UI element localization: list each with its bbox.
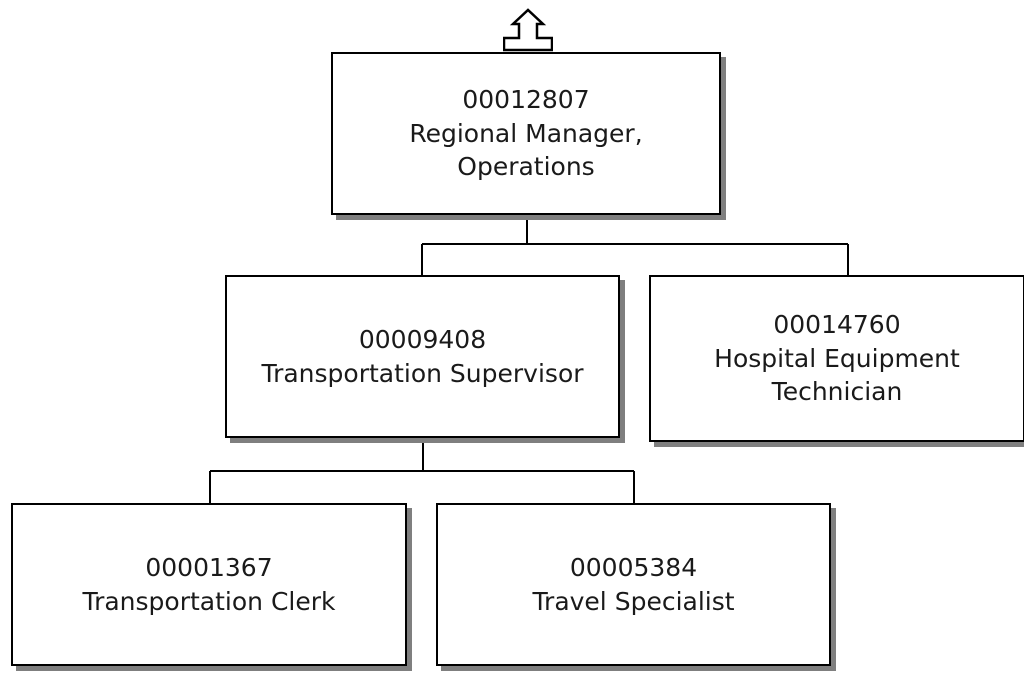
position-id: 00005384 [569,553,698,582]
position-id: 00009408 [358,325,487,354]
position-title: Regional Manager, Operations [409,118,643,182]
org-node-hospital-equipment-technician[interactable]: 00014760 Hospital Equipment Technician [649,275,1024,442]
org-node-transportation-supervisor[interactable]: 00009408 Transportation Supervisor [225,275,620,438]
position-id: 00012807 [462,85,590,115]
position-title: Travel Specialist [532,586,735,616]
position-title: Transportation Clerk [82,586,336,616]
org-node-transportation-clerk[interactable]: 00001367 Transportation Clerk [11,503,407,666]
org-node-travel-specialist[interactable]: 00005384 Travel Specialist [436,503,831,666]
position-title: Hospital Equipment Technician [714,343,960,407]
position-id: 00014760 [773,310,901,340]
org-node-regional-manager[interactable]: 00012807 Regional Manager, Operations [331,52,721,215]
up-arrow-icon[interactable] [503,8,553,52]
position-title: Transportation Supervisor [261,358,584,388]
position-id: 00001367 [145,553,273,582]
